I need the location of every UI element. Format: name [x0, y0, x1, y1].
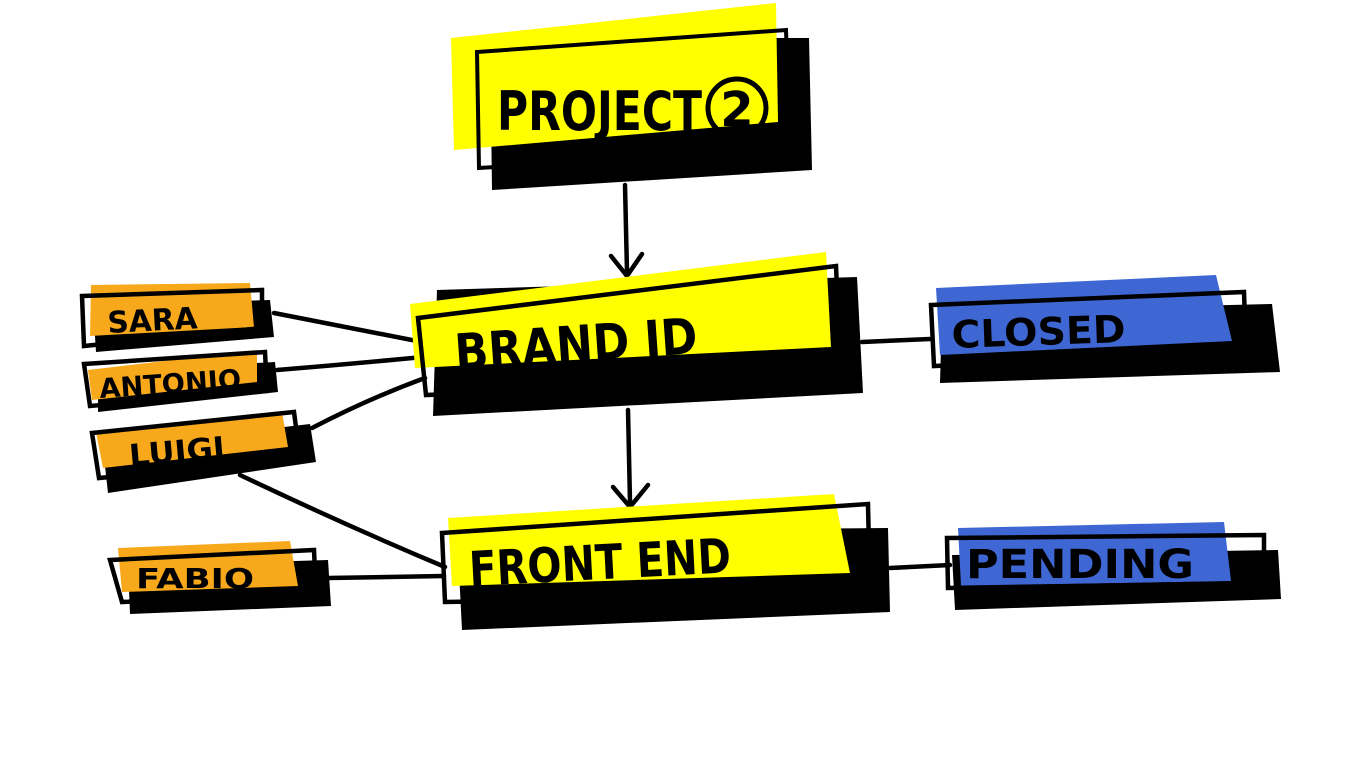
link-luigi-brand [309, 375, 428, 431]
antonio-highlight [88, 350, 257, 400]
task-node-brand[interactable]: BRAND ID [410, 252, 863, 416]
person-node-fabio[interactable]: FABIO [107, 541, 331, 614]
closed-label: CLOSED [951, 307, 1126, 357]
project-title: PROJECT [497, 80, 702, 143]
link-sara-brand [271, 310, 425, 345]
pending-label: PENDING [966, 542, 1194, 588]
status-node-pending[interactable]: PENDING [944, 522, 1281, 610]
arrow-project-to-brand [622, 182, 630, 275]
person-node-sara[interactable]: SARA [79, 283, 274, 352]
project-box [474, 27, 793, 171]
luigi-label: LUIGI [128, 431, 227, 474]
connectors [237, 182, 953, 581]
sara-box [79, 287, 265, 349]
fabio-label: FABIO [136, 562, 254, 595]
link-luigi-frontend [237, 472, 448, 570]
link-antonio-brand [274, 354, 426, 373]
link-fabio-frontend [325, 573, 447, 581]
task-node-frontend[interactable]: FRONT END [439, 494, 890, 630]
brand-box [415, 263, 844, 398]
closed-box [928, 289, 1249, 369]
frontend-label: FRONT END [468, 528, 733, 598]
person-node-antonio[interactable]: ANTONIO [81, 349, 278, 412]
antonio-box [81, 349, 270, 409]
luigi-box [89, 409, 303, 481]
luigi-highlight [96, 412, 288, 468]
person-node-luigi[interactable]: LUIGI [89, 409, 316, 493]
pending-box [944, 532, 1267, 591]
frontend-box [439, 501, 873, 605]
status-node-closed[interactable]: CLOSED [928, 275, 1280, 383]
project-number: 2 [720, 82, 753, 138]
link-brand-closed [859, 336, 933, 345]
sara-label: SARA [107, 301, 199, 341]
fabio-box [107, 547, 319, 605]
arrow-brand-to-frontend [625, 407, 633, 505]
arrowhead-project-to-brand [608, 251, 645, 280]
link-frontend-pending [887, 562, 953, 571]
frontend-highlight [448, 494, 850, 586]
project-node[interactable]: PROJECT 2 [451, 3, 812, 190]
project-number-badge [705, 76, 769, 140]
project-highlight [451, 3, 778, 150]
